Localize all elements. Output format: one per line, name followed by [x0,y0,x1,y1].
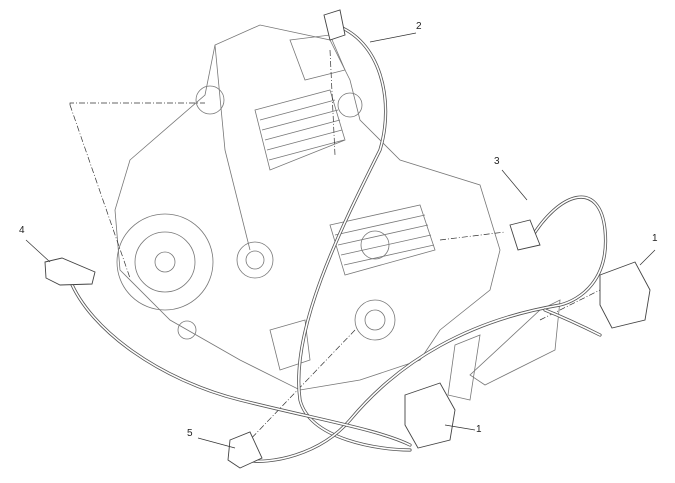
callout-3: 3 [494,156,500,167]
hv-cables [68,23,608,463]
spark-plug-cap-5 [227,431,263,469]
spark-plug-cap-2 [323,9,346,41]
callout-leaders [25,32,656,449]
callout-2: 2 [416,21,422,32]
callout-5: 5 [187,428,193,439]
callout-1-right: 1 [652,233,658,244]
spark-plug-cap-3 [509,219,541,251]
ignition-coil-1b [404,382,456,449]
ignition-coil-1a [599,261,651,329]
engine-outline [114,24,561,401]
spark-plug-cap-4 [44,257,96,286]
callout-1-lower: 1 [476,424,482,435]
parts [44,9,651,469]
callout-4: 4 [19,225,25,236]
